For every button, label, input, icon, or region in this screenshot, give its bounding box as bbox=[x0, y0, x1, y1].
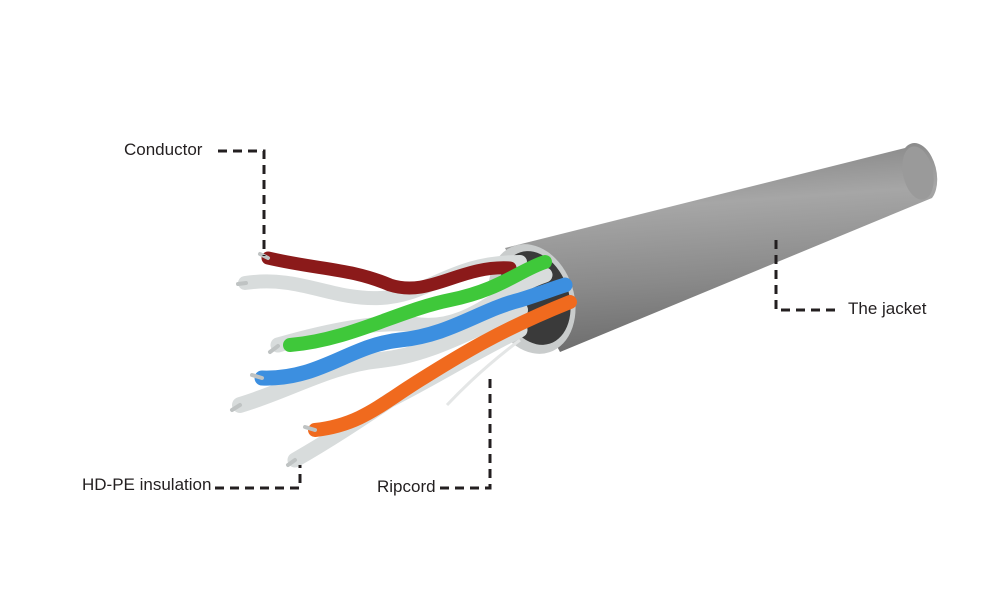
ripcord-leader bbox=[440, 375, 492, 490]
conductor-label: Conductor bbox=[124, 140, 203, 159]
ripcord bbox=[445, 338, 521, 407]
insulation-leader bbox=[215, 465, 302, 490]
ripcord-label: Ripcord bbox=[377, 477, 436, 496]
jacket bbox=[488, 143, 938, 354]
jacket-leader bbox=[774, 240, 836, 312]
jacket-label: The jacket bbox=[848, 299, 927, 318]
blue-pair bbox=[232, 277, 573, 413]
conductor-leader bbox=[218, 149, 266, 256]
insulation-label: HD-PE insulation bbox=[82, 475, 212, 494]
orange-pair bbox=[287, 295, 577, 468]
brown-pair bbox=[238, 251, 527, 306]
green-pair bbox=[270, 255, 553, 353]
